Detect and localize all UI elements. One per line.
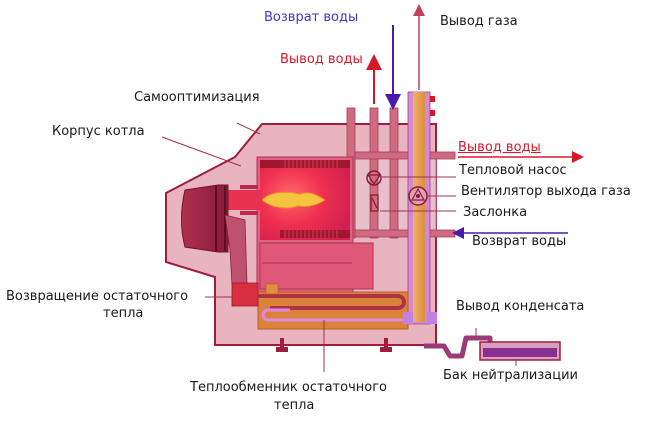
heat-exchanger-coil-outer xyxy=(258,294,406,310)
flame xyxy=(261,191,327,209)
label-water-return-top: Возврат воды xyxy=(264,10,359,25)
burner-flange-top xyxy=(240,185,258,189)
burner xyxy=(181,184,229,253)
label-self-optimization: Самооптимизация xyxy=(134,90,260,105)
flue-tab-1 xyxy=(430,96,435,102)
burner-tube xyxy=(228,190,262,210)
label-condensate-out: Вывод конденсата xyxy=(456,299,585,314)
residual-heat-return xyxy=(231,282,259,307)
boiler-feet xyxy=(276,338,392,352)
label-water-return-right: Возврат воды xyxy=(472,234,567,249)
grille-top xyxy=(260,160,350,168)
label-residual-heat-exchanger-2: тепла xyxy=(274,398,315,413)
leader-lines xyxy=(161,122,517,372)
label-boiler-body: Корпус котла xyxy=(52,124,145,139)
flue-base-left xyxy=(403,312,413,324)
neutralization-tank-fill xyxy=(483,348,557,357)
label-gas-fan: Вентилятор выхода газа xyxy=(461,184,631,199)
label-gas-out: Вывод газа xyxy=(440,14,518,29)
flue-tab-2 xyxy=(430,110,435,116)
label-residual-heat-return-1: Возвращение остаточного xyxy=(6,289,189,304)
chamber-outlet xyxy=(265,283,279,295)
pipe-h-out xyxy=(354,151,456,160)
label-heat-pump: Тепловой насос xyxy=(459,163,567,178)
heat-pump-icon xyxy=(366,170,382,186)
secondary-chamber xyxy=(259,242,374,290)
label-water-out-right: Вывод воды xyxy=(458,140,541,155)
pipe-h-return xyxy=(354,229,456,238)
flue-base-right xyxy=(427,312,437,324)
pipe-water-out xyxy=(369,107,379,239)
burner-flange-bottom xyxy=(240,211,258,215)
heat-exchanger-coil-inner xyxy=(261,308,406,322)
gas-fan-icon xyxy=(408,186,428,206)
condensate-pipe xyxy=(424,335,493,359)
grille-bottom xyxy=(280,230,350,238)
damper-icon xyxy=(370,194,379,212)
label-residual-heat-exchanger-1: Теплообменник остаточного xyxy=(190,380,387,395)
label-neutralization-tank: Бак нейтрализации xyxy=(443,368,578,383)
label-damper: Заслонка xyxy=(463,205,528,220)
flue-pipe-inner xyxy=(413,92,425,322)
pipe-water-return xyxy=(389,107,399,239)
label-water-out-top: Вывод воды xyxy=(280,52,363,67)
label-residual-heat-return-2: тепла xyxy=(103,306,144,321)
